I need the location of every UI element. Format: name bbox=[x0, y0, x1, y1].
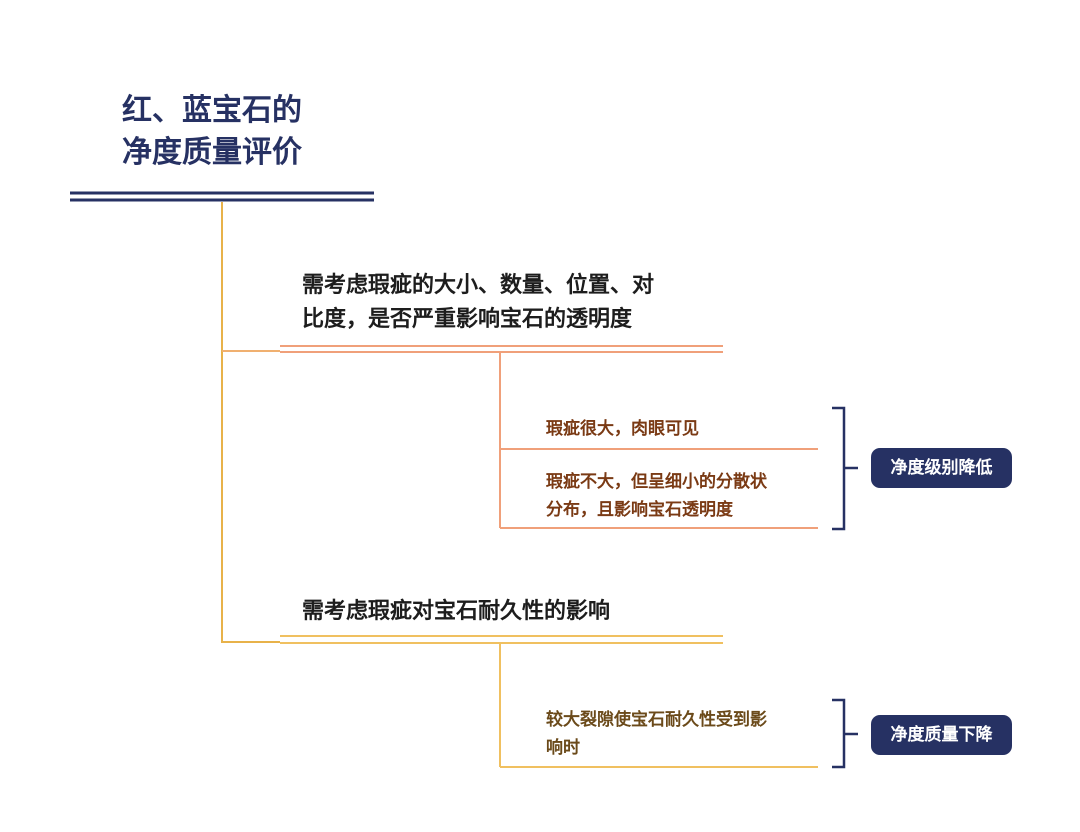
branch1-child2-line-2: 分布，且影响宝石透明度 bbox=[546, 500, 733, 520]
branch1-child2-label: 瑕疵不大，但呈细小的分散状 分布，且影响宝石透明度 bbox=[546, 468, 767, 524]
branch1-child2-line-1: 瑕疵不大，但呈细小的分散状 bbox=[546, 472, 767, 492]
title-line-2: 净度质量评价 bbox=[122, 135, 302, 170]
branch2-result-badge: 净度质量下降 bbox=[871, 715, 1012, 755]
branch2-label-line-1: 需考虑瑕疵对宝石耐久性的影响 bbox=[302, 599, 611, 624]
branch2-child1-line-1: 较大裂隙使宝石耐久性受到影 bbox=[546, 710, 767, 730]
diagram-title: 红、蓝宝石的 净度质量评价 bbox=[122, 90, 302, 174]
branch2-child1-line-2: 响时 bbox=[546, 738, 580, 758]
branch2-label: 需考虑瑕疵对宝石耐久性的影响 bbox=[302, 595, 610, 629]
branch1-child1-line-1: 瑕疵很大，肉眼可见 bbox=[546, 419, 699, 439]
branch2-bracket bbox=[832, 698, 846, 769]
branch2-child1-label: 较大裂隙使宝石耐久性受到影 响时 bbox=[546, 706, 767, 762]
branch1-label: 需考虑瑕疵的大小、数量、位置、对 比度，是否严重影响宝石的透明度 bbox=[302, 269, 654, 337]
branch1-label-line-2: 比度，是否严重影响宝石的透明度 bbox=[302, 307, 633, 332]
branch1-result-badge: 净度级别降低 bbox=[871, 448, 1012, 488]
branch1-child1-label: 瑕疵很大，肉眼可见 bbox=[546, 415, 699, 443]
title-line-1: 红、蓝宝石的 bbox=[122, 93, 302, 128]
branch1-label-line-1: 需考虑瑕疵的大小、数量、位置、对 bbox=[302, 273, 655, 298]
branch1-bracket bbox=[832, 406, 846, 531]
